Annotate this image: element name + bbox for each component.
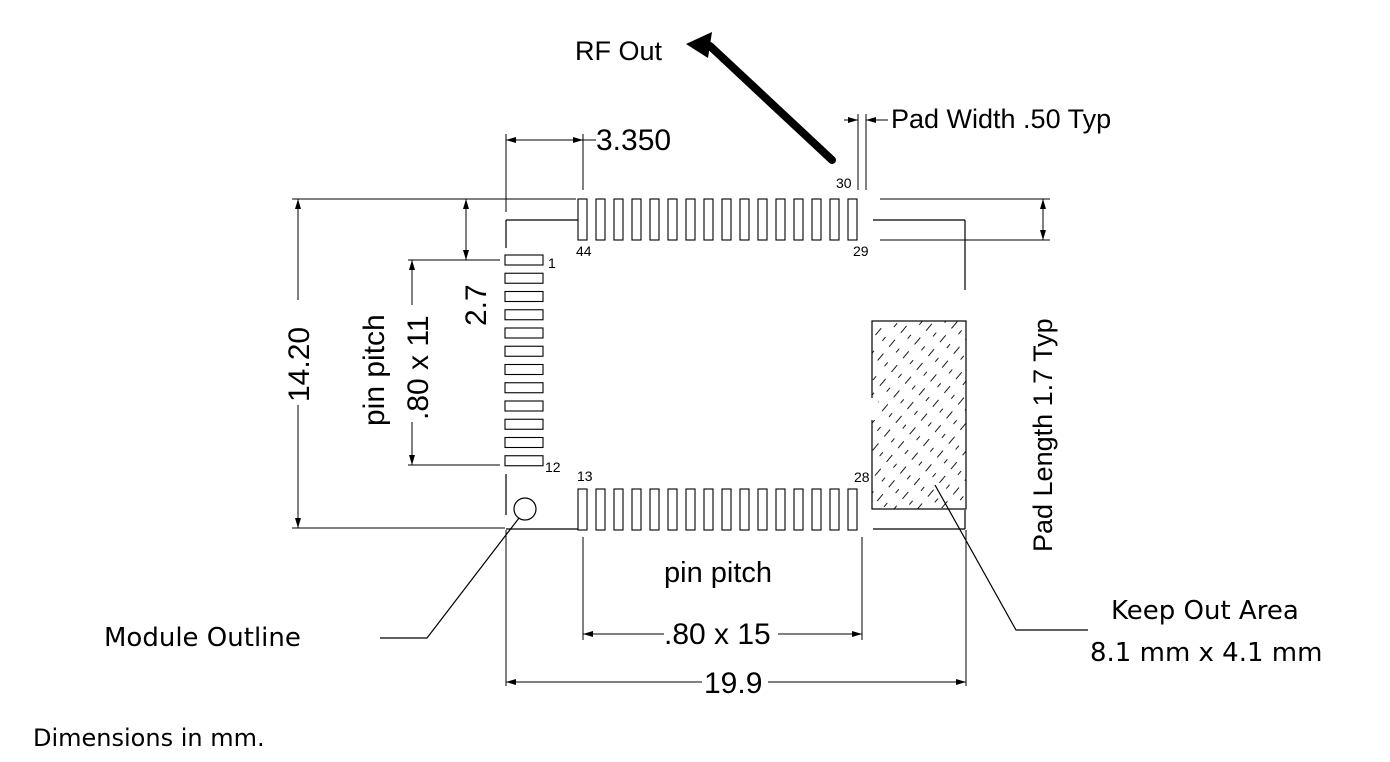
pin-number-29: 29 — [853, 243, 869, 259]
dim-pad-width — [844, 114, 888, 190]
dim-pad-length — [880, 198, 1050, 241]
left-pad — [504, 382, 544, 394]
left-pad — [504, 345, 544, 357]
left-pad — [504, 400, 544, 412]
bottom-pad — [667, 488, 678, 531]
top-pad — [613, 198, 624, 241]
left-pad — [504, 363, 544, 376]
dim-height-total-value: 14.20 — [283, 327, 316, 402]
bottom-pad — [847, 488, 858, 531]
top-pad — [667, 198, 678, 241]
top-pad — [595, 198, 606, 241]
pin-number-28: 28 — [854, 469, 870, 485]
left-pad — [504, 436, 544, 449]
top-pad — [793, 198, 804, 241]
top-pad — [577, 198, 588, 241]
left-pad — [504, 254, 544, 266]
bottom-pad — [721, 488, 732, 531]
top-pad — [847, 198, 858, 241]
bottom-pad — [757, 488, 768, 531]
pad-length-label: Pad Length 1.7 Typ — [1028, 318, 1058, 552]
top-pad — [631, 198, 642, 241]
dim-left-pitch-value: .80 x 11 — [402, 315, 435, 420]
left-pad — [504, 272, 544, 284]
left-pad — [504, 290, 544, 303]
keep-out-title: Keep Out Area — [1111, 596, 1299, 626]
top-pad — [703, 198, 714, 241]
dim-top-offset-value: 3.350 — [596, 124, 671, 157]
bottom-pad — [595, 488, 606, 531]
bottom-pad — [811, 488, 822, 531]
pin-number-12: 12 — [545, 459, 561, 475]
module-outline — [505, 219, 966, 530]
top-pad — [649, 198, 660, 241]
top-pad — [739, 198, 750, 241]
bottom-pad — [577, 488, 588, 531]
left-pin-pitch-label: pin pitch — [358, 314, 391, 426]
rf-out-label: RF Out — [575, 36, 663, 66]
bottom-pad — [793, 488, 804, 531]
top-pad-row — [577, 198, 858, 241]
top-pad — [811, 198, 822, 241]
module-outline-leader — [380, 517, 520, 639]
bottom-pad — [739, 488, 750, 531]
dim-left-offset — [408, 199, 500, 261]
dimensions-note: Dimensions in mm. — [33, 724, 265, 752]
bottom-pad-row — [577, 488, 858, 531]
rf-out-arrow — [686, 32, 836, 164]
pin-number-1: 1 — [548, 255, 556, 271]
bottom-pad — [703, 488, 714, 531]
left-pad — [504, 309, 544, 321]
left-pad — [504, 327, 544, 339]
dim-left-pitch — [408, 260, 500, 466]
module-outline-marker — [513, 497, 537, 521]
bottom-pad — [775, 488, 786, 531]
dim-bottom-pitch — [582, 537, 863, 640]
dim-width-total — [505, 530, 967, 686]
top-pad — [721, 198, 732, 241]
left-pad — [504, 418, 544, 430]
keep-out-size: 8.1 mm x 4.1 mm — [1090, 638, 1322, 668]
bottom-pad — [631, 488, 642, 531]
bottom-pin-pitch-label: pin pitch — [664, 557, 772, 589]
keep-out-leader — [934, 484, 1088, 631]
top-pad — [829, 198, 840, 241]
dim-bottom-pitch-value: .80 x 15 — [664, 618, 771, 651]
bottom-pad — [685, 488, 696, 531]
left-pad-column — [504, 254, 544, 467]
bottom-pad — [649, 488, 660, 531]
pad-width-label: Pad Width .50 Typ — [891, 104, 1111, 134]
pin-number-30: 30 — [836, 175, 852, 191]
top-pad — [775, 198, 786, 241]
dim-height-total — [292, 198, 576, 529]
module-outline-label: Module Outline — [104, 623, 301, 653]
dim-width-total-value: 19.9 — [704, 667, 762, 700]
pin-number-13: 13 — [577, 468, 593, 484]
top-pad — [757, 198, 768, 241]
bottom-pad — [829, 488, 840, 531]
left-pad — [504, 455, 544, 467]
dim-left-offset-value: 2.7 — [460, 284, 493, 326]
keep-out-area — [871, 320, 967, 510]
pin-number-44: 44 — [576, 243, 592, 259]
bottom-pad — [613, 488, 624, 531]
top-pad — [685, 198, 696, 241]
